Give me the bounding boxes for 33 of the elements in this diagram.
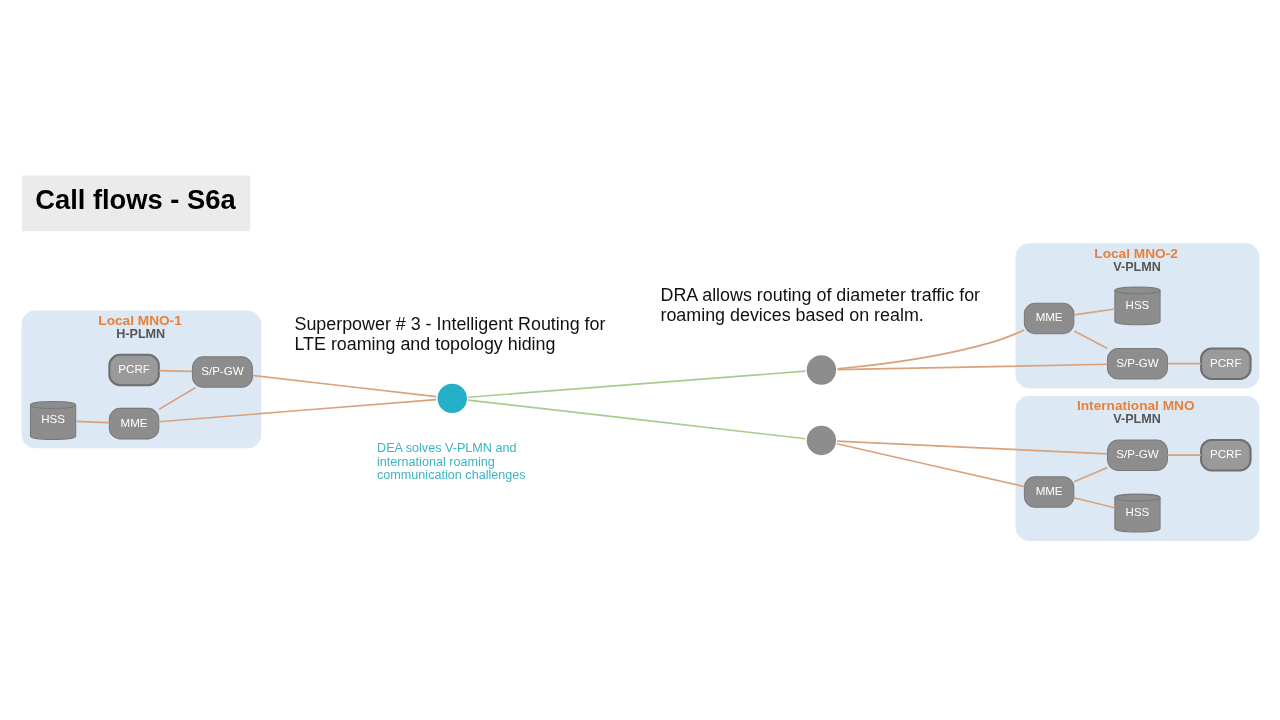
connector: [1166, 454, 1202, 457]
connector: [466, 399, 806, 440]
connector: [835, 442, 1025, 488]
connector: [157, 386, 196, 411]
node-box: PCRF: [1199, 438, 1252, 472]
diagram-title: Call flows - S6a: [34, 184, 236, 216]
node-box: MME: [1023, 476, 1074, 508]
connector: [157, 398, 437, 423]
connector: [157, 369, 193, 373]
connector: [1072, 308, 1115, 316]
connector: [836, 363, 1108, 371]
connector: [835, 440, 1108, 455]
node-circle: [804, 353, 838, 387]
connector: [1072, 497, 1115, 509]
node-box: S/P-GW: [1106, 439, 1168, 471]
connector: [1072, 330, 1108, 350]
connector: [836, 329, 1025, 370]
node-circle: [804, 423, 838, 458]
node-box: S/P-GW: [1106, 347, 1168, 380]
connector: [251, 374, 437, 398]
node-box: MME: [1023, 302, 1074, 335]
node-box: PCRF: [1199, 347, 1252, 380]
connector: [1166, 362, 1202, 365]
label: DEA solves V-PLMN and international roaming communication challenges: [376, 441, 526, 483]
node-box: MME: [108, 407, 159, 440]
label: DRA allows routing of diameter traffic for roaming devices based on realm.: [659, 285, 980, 326]
node-box: PCRF: [107, 353, 160, 387]
connector: [74, 420, 110, 424]
connector: [1072, 466, 1108, 483]
connector: [466, 370, 806, 399]
node-box: S/P-GW: [191, 356, 253, 388]
node-circle: [434, 381, 469, 416]
label: Superpower # 3 - Intelligent Routing for LTE roaming and topology hiding: [293, 313, 605, 354]
